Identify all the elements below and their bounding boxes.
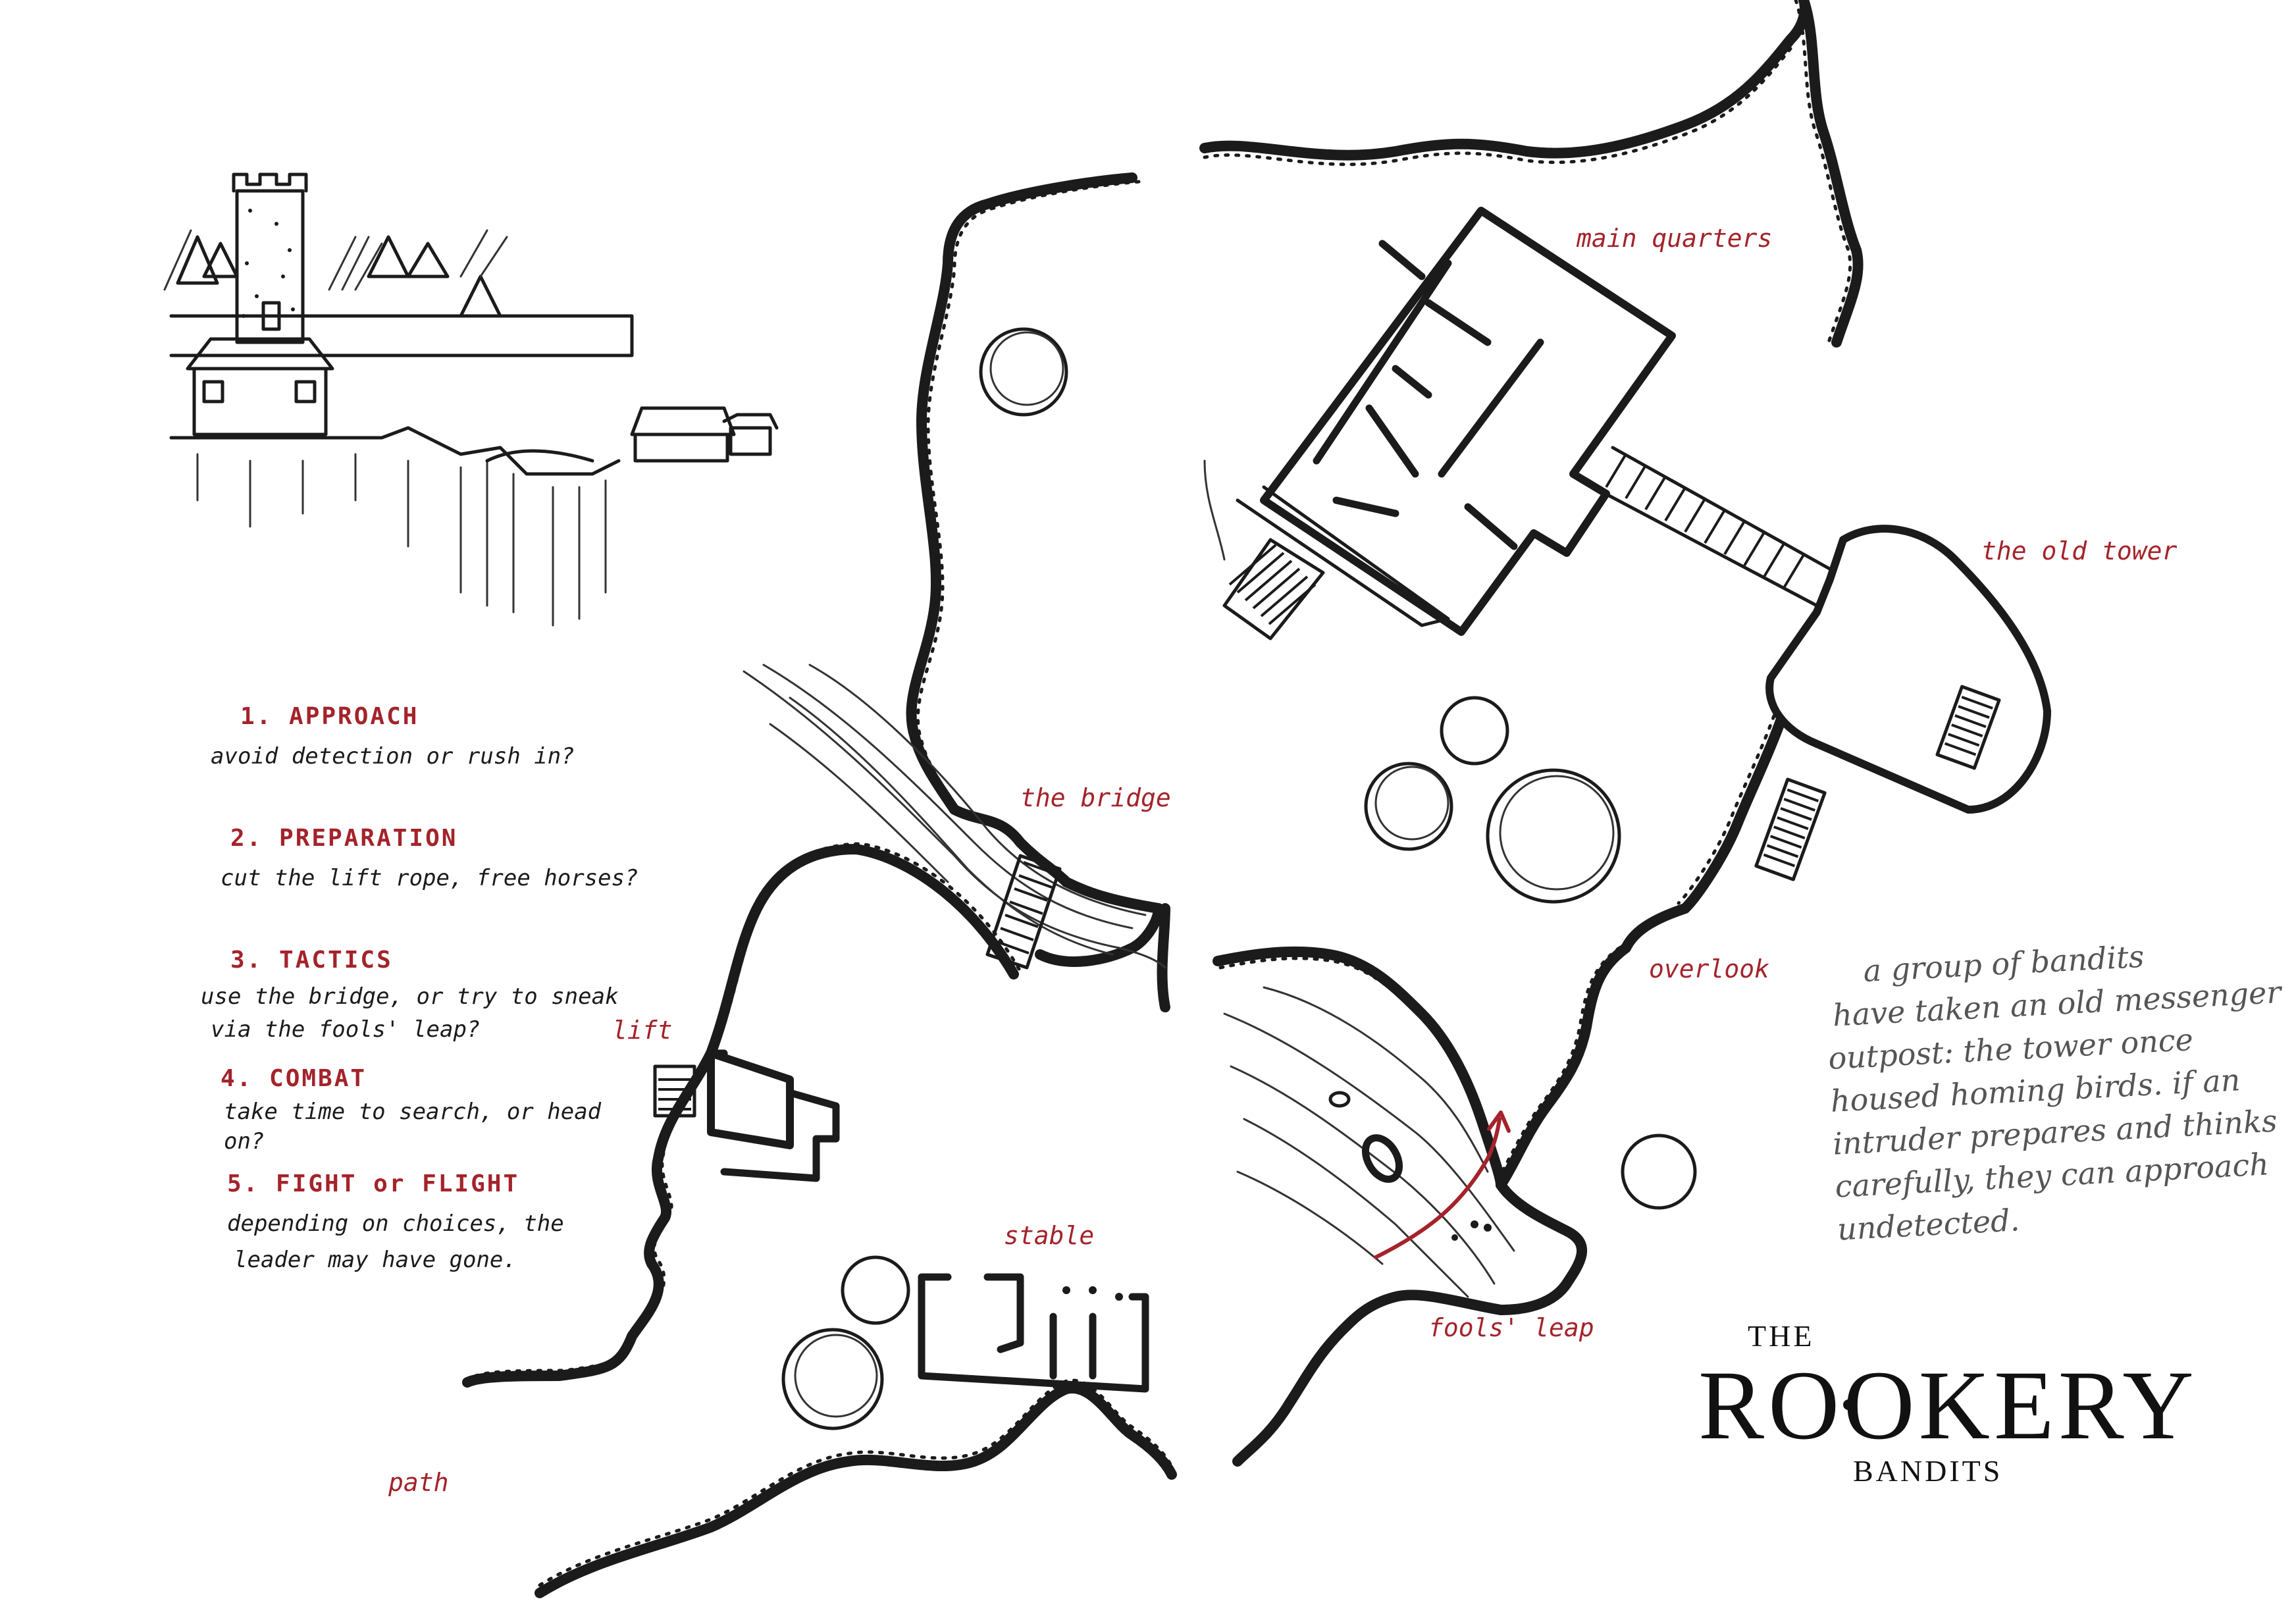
label-bridge: the bridge	[1020, 783, 1171, 812]
right-trees	[1364, 696, 1697, 1210]
lift-building	[653, 1049, 840, 1182]
label-overlook: overlook	[1649, 954, 1769, 983]
label-fools-leap: fools' leap	[1428, 1313, 1594, 1342]
step-text: via the fools' leap?	[211, 1016, 480, 1043]
old-tower-building	[1754, 525, 2051, 881]
castle-sketch	[163, 172, 779, 627]
note-line: a group of bandits	[1862, 939, 2145, 989]
step-heading: 2. PREPARATION	[230, 825, 457, 852]
label-old-tower: the old tower	[1981, 536, 2178, 565]
label-lift: lift	[612, 1016, 673, 1045]
title-name: ROOKERY	[1698, 1351, 2198, 1460]
left-cliffs	[462, 172, 1177, 1598]
step-text: take time to search, or head	[224, 1099, 602, 1125]
story-note: a group of bandits have taken an old mes…	[1827, 939, 2283, 1247]
step-text: depending on choices, the	[227, 1211, 564, 1237]
step-text: cut the lift rope, free horses?	[221, 865, 639, 891]
step-heading: 5. FIGHT or FLIGHT	[227, 1170, 519, 1197]
step-text: on?	[224, 1128, 264, 1155]
title-block: THE ROOKERY BANDITS	[1698, 1319, 2198, 1488]
step-text: avoid detection or rush in?	[211, 743, 575, 770]
title-subtitle: BANDITS	[1853, 1454, 2002, 1488]
bridge-structure	[985, 854, 1062, 970]
label-stable: stable	[1004, 1221, 1094, 1250]
title-prefix: THE	[1748, 1319, 1814, 1353]
steps-list: 1. APPROACH avoid detection or rush in? …	[201, 703, 639, 1273]
label-main-quarters: main quarters	[1576, 224, 1772, 253]
step-heading: 1. APPROACH	[240, 703, 419, 730]
main-quarters-building	[1222, 207, 1839, 640]
step-heading: 3. TACTICS	[230, 947, 393, 974]
title-o-dot	[1843, 1399, 1854, 1410]
right-cliffs	[1199, 0, 1864, 1467]
note-line: undetected.	[1837, 1202, 2021, 1247]
step-heading: 4. COMBAT	[221, 1065, 367, 1092]
stable-building	[918, 1273, 1149, 1393]
label-path: path	[388, 1468, 449, 1497]
step-text: use the bridge, or try to sneak	[201, 983, 619, 1010]
step-text: leader may have gone.	[234, 1247, 517, 1273]
